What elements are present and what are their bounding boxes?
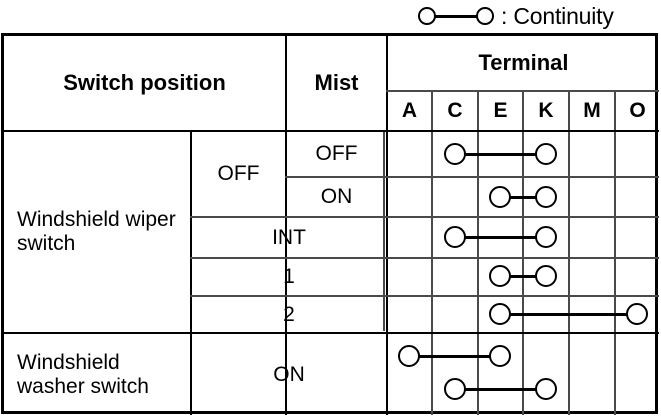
grid-vline-mist [285, 36, 288, 415]
continuity-dot-c [444, 378, 466, 400]
legend: : Continuity [418, 1, 614, 31]
grid-vline-col-m [614, 91, 616, 415]
continuity-dot-k [535, 378, 557, 400]
continuity-bar [455, 387, 546, 391]
continuity-dot-o [626, 303, 648, 325]
grid-hline-row5 [4, 332, 659, 335]
continuity-dot-c [444, 143, 466, 165]
continuity-dot-e [489, 265, 511, 287]
legend-label: : Continuity [501, 2, 614, 29]
grid-hline-row1 [285, 176, 659, 178]
grid-vline-col-e [522, 91, 524, 415]
continuity-table: Switch position Mist Terminal A C E K M … [1, 33, 659, 415]
group-label-wiper-switch: Windshield wiper switch [17, 208, 176, 255]
grid-vline-col-a [431, 91, 433, 415]
continuity-dot-e [489, 186, 511, 208]
header-terminal-m: M [583, 98, 601, 122]
header-terminal-a: A [401, 98, 418, 122]
header-terminal-c: C [447, 98, 463, 122]
header-terminal-k: K [538, 98, 554, 122]
mist-minor-cell-on: ON [320, 185, 353, 209]
continuity-bar [500, 312, 637, 316]
continuity-dot-a [398, 345, 420, 367]
continuity-dot-k [535, 143, 557, 165]
continuity-bar [455, 152, 546, 156]
grid-vline-col-k [568, 91, 570, 415]
grid-hline-terminal-sub [386, 90, 659, 92]
continuity-symbol-icon [418, 7, 494, 25]
header-terminal: Terminal [478, 49, 569, 75]
continuity-dot-k [535, 186, 557, 208]
grid-vline-col-c [477, 91, 479, 415]
mist-cell-washer-on: ON [273, 362, 305, 386]
continuity-dot-k [535, 226, 557, 248]
legend-connector-line [435, 14, 477, 18]
continuity-bar [500, 274, 546, 278]
legend-circle-left-icon [418, 7, 436, 25]
header-mist: Mist [314, 69, 359, 95]
grid-hline-row2 [190, 216, 659, 218]
grid-vline-switch-sub [190, 130, 193, 415]
mist-cell-wiper-off: OFF [217, 162, 260, 186]
legend-circle-right-icon [476, 7, 494, 25]
table-grid [4, 36, 659, 415]
header-terminal-e: E [493, 98, 508, 122]
grid-hline-header [4, 130, 659, 133]
continuity-dot-c [444, 226, 466, 248]
mist-minor-cell-off: OFF [315, 142, 358, 166]
group-label-washer-switch: Windshield washer switch [17, 350, 149, 398]
continuity-bar [455, 235, 546, 239]
continuity-bar [500, 195, 546, 199]
grid-hline-row4 [190, 295, 659, 297]
mist-cell-wiper-2: 2 [283, 302, 295, 326]
grid-vline-terminal [386, 36, 389, 415]
continuity-dot-e [489, 345, 511, 367]
header-terminal-o: O [629, 98, 646, 122]
continuity-bar [409, 354, 500, 358]
mist-cell-wiper-int: INT [272, 225, 306, 249]
grid-hline-row3 [190, 257, 659, 259]
mist-cell-wiper-1: 1 [283, 265, 295, 289]
continuity-dot-k [535, 265, 557, 287]
continuity-dot-e [489, 303, 511, 325]
grid-vline-mist-minor [383, 130, 385, 331]
header-switch-position: Switch position [63, 69, 226, 95]
